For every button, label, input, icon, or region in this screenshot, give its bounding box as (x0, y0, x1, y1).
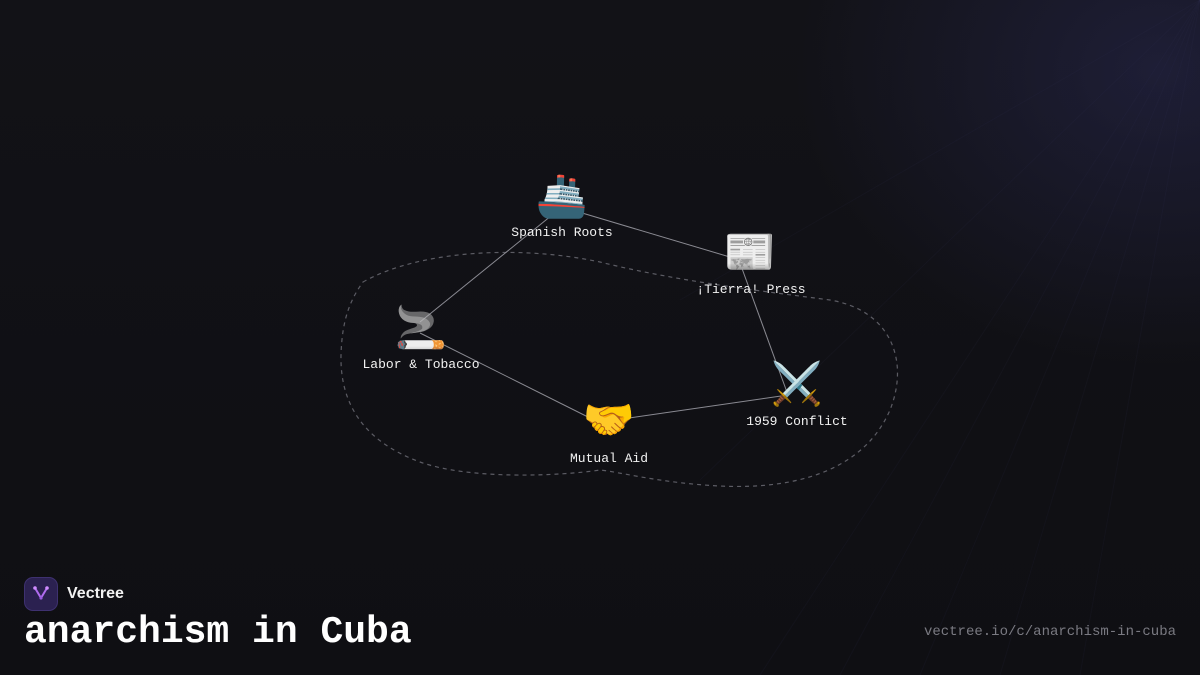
page-title: anarchism in Cuba (24, 611, 412, 654)
graph-node-mutual-aid[interactable]: 🤝 Mutual Aid (570, 395, 648, 466)
node-label: Spanish Roots (511, 225, 612, 240)
edge-spanish-roots-tierra-press (561, 206, 751, 264)
graph-node-conflict-1959[interactable]: ⚔️ 1959 Conflict (746, 359, 847, 429)
page-url[interactable]: vectree.io/c/anarchism-in-cuba (923, 624, 1176, 640)
edge-spanish-roots-labor-tobacco (419, 206, 563, 323)
brand-name: Vectree (67, 585, 124, 602)
node-label: Mutual Aid (570, 451, 648, 466)
cigarette-icon: 🚬 (395, 303, 447, 352)
handshake-icon: 🤝 (583, 395, 635, 444)
crossed-swords-icon: ⚔️ (771, 359, 823, 408)
edge-mutual-aid-conflict-1959 (614, 394, 789, 421)
brand[interactable]: Vectree (24, 577, 124, 611)
node-label: 1959 Conflict (746, 414, 847, 429)
graph-node-tierra-press[interactable]: 📰 ¡Tierra! Press (696, 227, 805, 297)
node-label: ¡Tierra! Press (696, 282, 805, 297)
edge-layer (419, 206, 789, 424)
ship-icon: 🚢 (536, 171, 588, 220)
graph-node-labor-tobacco[interactable]: 🚬 Labor & Tobacco (362, 303, 479, 372)
vectree-logo-icon (24, 577, 58, 611)
cluster-outline (340, 251, 899, 488)
graph-node-spanish-roots[interactable]: 🚢 Spanish Roots (511, 171, 612, 240)
edge-tierra-press-conflict-1959 (739, 262, 789, 396)
edge-labor-tobacco-mutual-aid (419, 332, 601, 424)
newspaper-icon: 📰 (724, 227, 776, 276)
node-label: Labor & Tobacco (362, 357, 479, 372)
